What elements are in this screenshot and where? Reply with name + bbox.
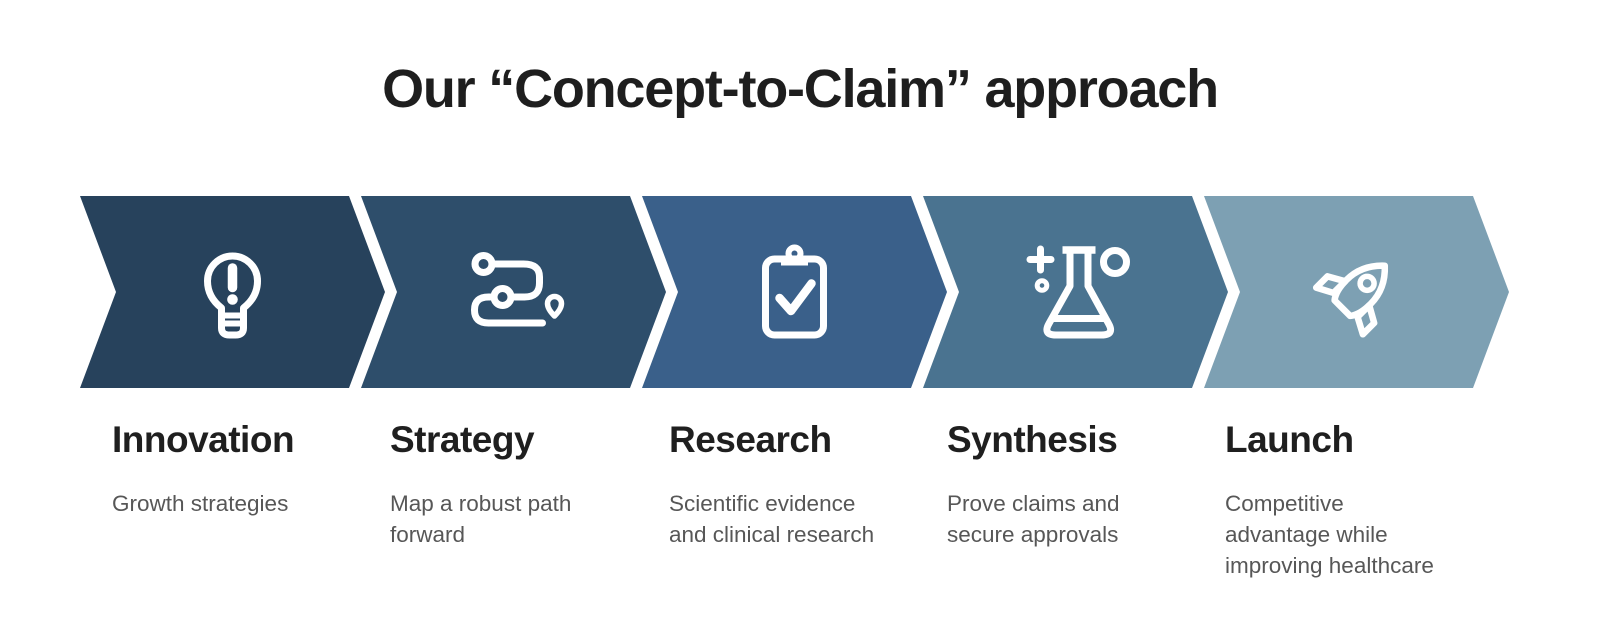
page-title: Our “Concept-to-Claim” approach: [382, 59, 1219, 119]
clipboard-check-icon: [762, 244, 827, 339]
stage-description: Growth strategies: [112, 490, 289, 516]
stage-description: Map a robust path forward: [390, 490, 572, 547]
stage-description: Scientific evidence and clinical researc…: [669, 490, 875, 547]
process-chevron-band: [80, 196, 1509, 388]
stage-synthesis: Synthesis Prove claims and secure approv…: [947, 419, 1199, 550]
stage-research: Research Scientific evidence and clinica…: [669, 419, 921, 550]
stage-strategy: Strategy Map a robust path forward: [390, 419, 642, 550]
stage-launch: Launch Competitive advantage while impro…: [1225, 419, 1477, 581]
stage-description: Prove claims and secure approvals: [947, 490, 1120, 547]
route-icon: [470, 252, 565, 327]
stage-description: Competitive advantage while improving he…: [1225, 490, 1434, 578]
chevron-strategy: [361, 196, 666, 388]
chevron-research: [642, 196, 947, 388]
stage-label: Launch: [1225, 419, 1354, 460]
stage-label: Synthesis: [947, 419, 1118, 460]
stage-innovation: Innovation Growth strategies: [112, 419, 364, 519]
lightbulb-icon: [204, 252, 261, 339]
chevron-synthesis: [923, 196, 1228, 388]
rocket-icon: [1312, 262, 1389, 338]
flask-icon: [1026, 245, 1130, 339]
stage-label: Innovation: [112, 419, 295, 460]
stage-label: Strategy: [390, 419, 535, 460]
chevron-launch: [1204, 196, 1509, 388]
stage-label: Research: [669, 419, 832, 460]
